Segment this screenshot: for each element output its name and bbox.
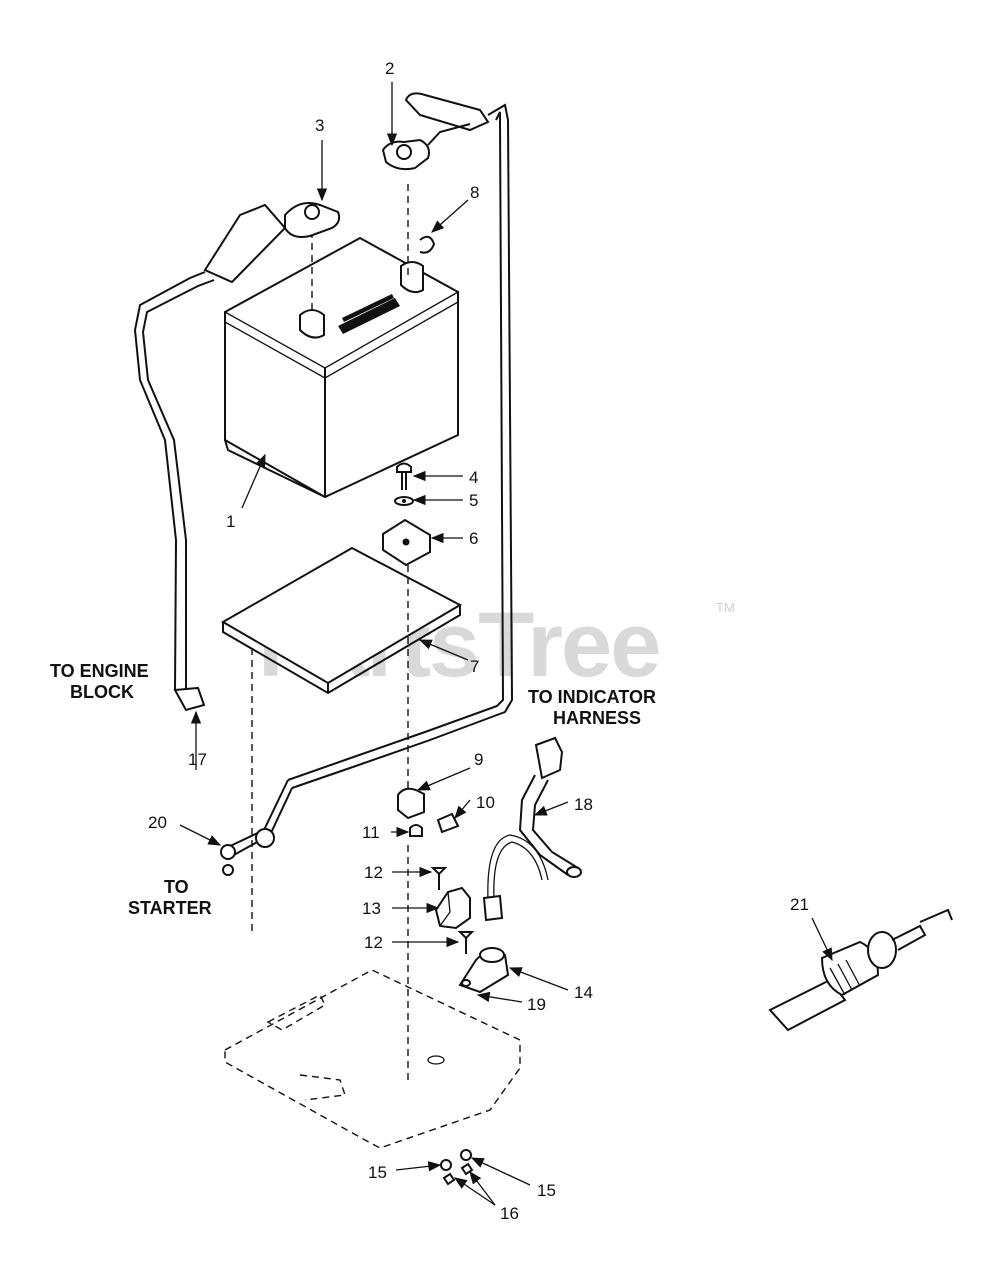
mounting-plate	[224, 969, 521, 1149]
callout-7: 7	[470, 657, 479, 676]
negative-cable	[133, 202, 341, 712]
label-starter-line2: STARTER	[128, 898, 212, 918]
callout-3: 3	[315, 116, 324, 135]
callout-9: 9	[474, 750, 483, 769]
callout-11: 11	[362, 823, 380, 842]
cable-clip	[419, 235, 436, 254]
battery	[224, 236, 459, 499]
callout-10: 10	[476, 793, 495, 812]
caption-labels: TO ENGINE BLOCK TO INDICATOR HARNESS TO …	[50, 661, 656, 918]
callout-8: 8	[470, 183, 479, 202]
callout-13: 13	[362, 899, 381, 918]
label-engine-block-line2: BLOCK	[70, 682, 134, 702]
indicator-switch	[458, 947, 510, 994]
callout-19: 19	[527, 995, 546, 1014]
solenoid	[434, 886, 471, 930]
leader-lines	[179, 82, 833, 1206]
harness-connector-21	[768, 908, 953, 1032]
label-indicator-line1: TO INDICATOR	[528, 687, 656, 707]
label-starter-line1: TO	[164, 877, 189, 897]
small-parts	[397, 787, 460, 837]
callout-2: 2	[385, 59, 394, 78]
callout-20: 20	[148, 813, 167, 832]
callout-12b: 12	[364, 933, 383, 952]
indicator-harness	[482, 736, 582, 922]
hold-down-parts	[382, 462, 431, 567]
battery-tray	[220, 546, 463, 695]
screws	[430, 867, 475, 954]
callout-5: 5	[469, 491, 478, 510]
callout-numbers: 2 3 8 1 4 5 6 7 17 9 10 11 20 18 12 13 1…	[148, 59, 809, 1223]
callout-16: 16	[500, 1204, 519, 1223]
callout-21: 21	[790, 895, 809, 914]
callout-12a: 12	[364, 863, 383, 882]
callout-17: 17	[188, 750, 207, 769]
label-indicator-line2: HARNESS	[553, 708, 641, 728]
callout-1: 1	[226, 512, 235, 531]
label-engine-block-line1: TO ENGINE	[50, 661, 149, 681]
callout-18: 18	[574, 795, 593, 814]
callout-15a: 15	[368, 1163, 387, 1182]
callout-4: 4	[469, 468, 478, 487]
callout-6: 6	[469, 529, 478, 548]
positive-cable	[220, 92, 514, 876]
watermark-trademark: TM	[716, 600, 735, 615]
callout-14: 14	[574, 983, 593, 1002]
callout-15b: 15	[537, 1181, 556, 1200]
